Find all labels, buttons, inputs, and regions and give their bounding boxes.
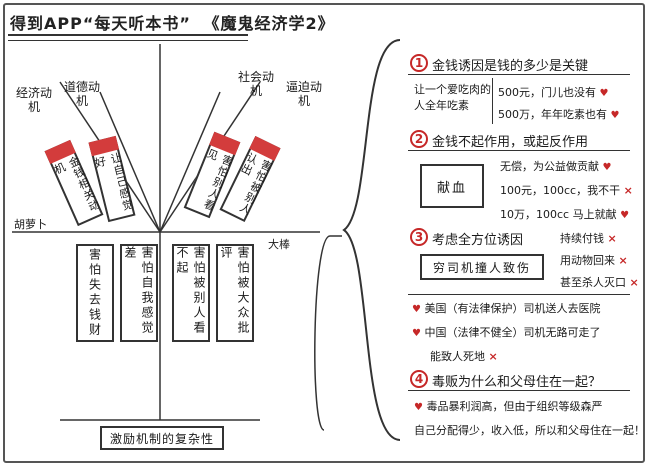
section-4-line-1: ♥ 毒品暴利润高，但由于组织等级森严 (414, 400, 603, 413)
section-4-line-2: 自己分配得少，收入低，所以和父母住在一起！ (414, 424, 645, 437)
section-3-item-3: 甚至杀人灭口 × (560, 276, 639, 289)
incentive-complexity-box: 激励机制的复杂性 (100, 426, 224, 450)
page-frame (3, 3, 645, 463)
poor-driver-box: 穷司机撞人致伤 (420, 254, 544, 280)
section-3-row-3: 能致人死地 × (430, 350, 498, 363)
label-economic-motive: 经济动机 (15, 86, 52, 114)
section-3-number: 3 (410, 228, 428, 246)
section-1-left: 让一个爱吃肉的人全年吃素 (414, 83, 491, 112)
section-3-rule (408, 294, 630, 295)
section-4-number: 4 (410, 370, 428, 388)
section-1-item-2: 500万，年年吃素也有 ♥ (498, 108, 620, 121)
section-1-rule (408, 74, 630, 75)
fear-box-1: 害怕失去钱财 (76, 244, 114, 342)
section-3-row-1: ♥ 美国（有法律保护）司机送人去医院 (412, 302, 601, 315)
stick-label: 大棒 (268, 238, 290, 251)
section-1-number: 1 (410, 54, 428, 72)
label-aggressive-motive: 逼迫动机 (285, 80, 322, 108)
page-title: 得到APP“每天听本书” 《魔鬼经济学2》 (10, 10, 335, 34)
label-moral-motive: 道德动机 (63, 80, 100, 108)
section-3-item-2: 用动物回来 × (560, 254, 628, 267)
section-2-item-1: 无偿，为公益做贡献 ♥ (500, 160, 612, 173)
fear-box-2: 害怕自我感觉差 (120, 244, 158, 342)
fear-box-3: 害怕被别人看不起 (172, 244, 210, 342)
section-4-title: 毒贩为什么和父母住在一起？ (432, 375, 602, 390)
title-book: 《魔鬼经济学2》 (203, 14, 335, 33)
section-3-row-2: ♥ 中国（法律不健全）司机无路可走了 (412, 326, 601, 339)
section-2-title: 金钱不起作用，或起反作用 (432, 135, 589, 150)
section-4-rule (408, 390, 630, 391)
section-2-item-3: 10万，100cc 马上就献 ♥ (500, 208, 630, 221)
title-app: 得到APP“每天听本书” (10, 14, 191, 33)
section-2-rule (408, 150, 630, 151)
section-2-number: 2 (410, 130, 428, 148)
title-underline (8, 34, 248, 41)
section-2-item-2: 100元，100cc，我不干 × (500, 184, 633, 197)
section-1-title: 金钱诱因是钱的多少是关键 (432, 59, 589, 74)
carrot-label: 胡萝卜 (14, 218, 47, 231)
fear-box-4: 害怕被大众批评 (216, 244, 254, 342)
section-3-title: 考虑全方位诱因 (432, 233, 524, 248)
blood-donation-box: 献血 (420, 164, 484, 208)
section-1-item-1: 500元，门儿也没有 ♥ (498, 86, 609, 99)
label-social-motive: 社会动机 (237, 70, 274, 98)
section-1-divider (492, 78, 493, 124)
section-3-item-1: 持续付钱 × (560, 232, 617, 245)
